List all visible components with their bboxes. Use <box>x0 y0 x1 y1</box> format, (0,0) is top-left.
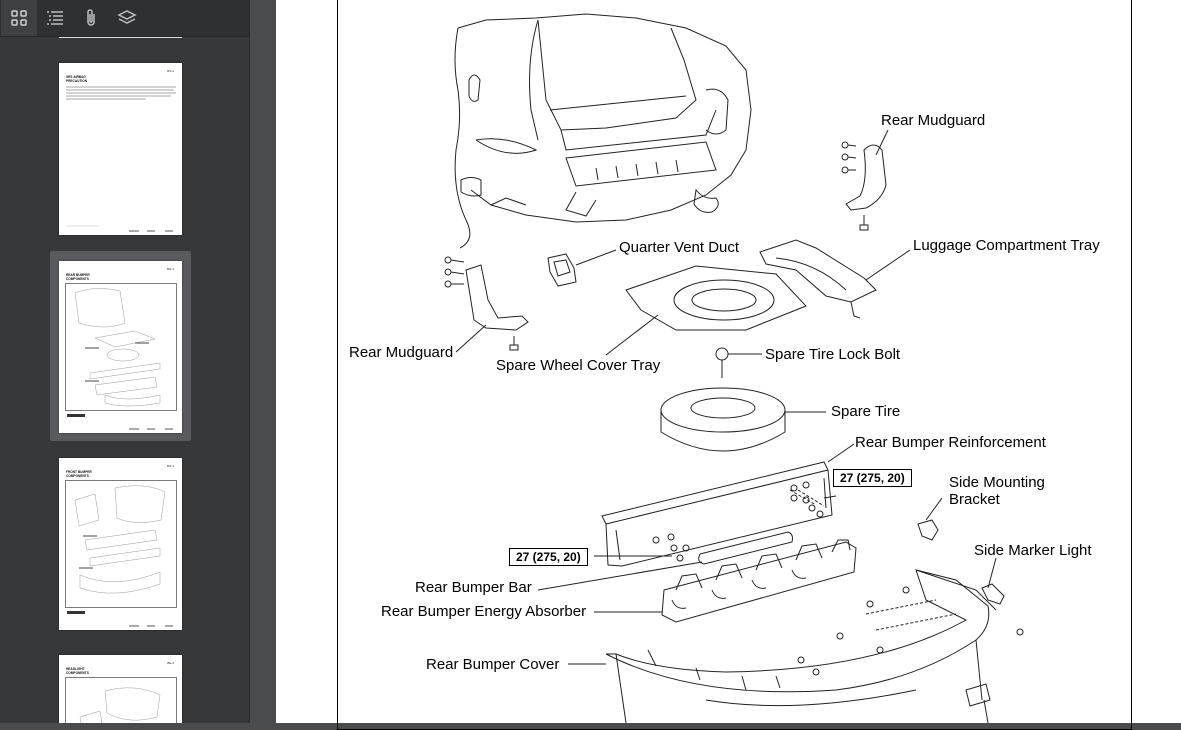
rear-bumper-reinforcement-part <box>601 443 855 567</box>
torque-spec-left: 27 (275, 20) <box>509 548 588 566</box>
label-quarter-vent-duct: Quarter Vent Duct <box>619 239 740 256</box>
thumbnail-title: HEADLIGHT COMPONENTS <box>66 667 89 675</box>
vehicle-rear-body <box>454 13 752 249</box>
label-spare-wheel-cover-tray: Spare Wheel Cover Tray <box>496 357 661 374</box>
label-rear-bumper-bar: Rear Bumper Bar <box>415 579 532 596</box>
rear-bumper-bar-part <box>537 531 793 591</box>
page-thumbnail-1[interactable]: RS-1 SRS AIRBAG PRECAUTION <box>59 63 182 235</box>
rear-mudguard-left-part <box>444 256 529 353</box>
outline-icon <box>47 11 63 25</box>
thumbnail-code: BO-1 <box>166 464 174 468</box>
side-marker-light-part <box>981 557 1005 605</box>
label-side-mounting-bracket: Side Mounting Bracket <box>949 474 1045 508</box>
paperclip-icon <box>87 9 95 26</box>
label-rear-bumper-reinforcement: Rear Bumper Reinforcement <box>855 434 1046 451</box>
thumbnail-title: SRS AIRBAG PRECAUTION <box>66 75 88 83</box>
quarter-vent-duct-part <box>547 249 617 287</box>
thumbnail-footer-lines <box>66 225 173 232</box>
thumbnail-code: BE-1 <box>167 661 174 665</box>
attachments-tab[interactable] <box>73 0 109 36</box>
side-mounting-bracket-part <box>917 497 943 541</box>
thumbnail-title: FRONT BUMPER COMPONENTS <box>66 470 92 478</box>
bolt-set-right <box>789 489 837 518</box>
label-rear-bumper-energy-absorber: Rear Bumper Energy Absorber <box>381 603 587 620</box>
label-side-marker-light: Side Marker Light <box>974 542 1092 559</box>
page-thumbnail-2[interactable]: BO-1 REAR BUMPER COMPONENTS <box>59 261 182 433</box>
thumbnail-code: BO-1 <box>166 267 174 271</box>
label-rear-mudguard-right: Rear Mudguard <box>881 112 986 129</box>
thumbnail-title: REAR BUMPER COMPONENTS <box>66 273 90 281</box>
rear-mudguard-right-part <box>841 129 889 231</box>
thumbnails-icon <box>11 10 27 26</box>
thumbnail-sidebar: RS-1 SRS AIRBAG PRECAUTION BO-1 REAR BUM… <box>0 0 250 723</box>
sidebar-toolbar <box>0 0 249 37</box>
layers-icon <box>117 10 137 24</box>
label-rear-mudguard-left: Rear Mudguard <box>349 344 454 361</box>
layers-tab[interactable] <box>109 0 145 36</box>
label-spare-tire-lock-bolt: Spare Tire Lock Bolt <box>765 346 901 363</box>
page-thumbnail-3[interactable]: BO-1 FRONT BUMPER COMPONENTS <box>59 458 182 630</box>
exploded-parts-diagram <box>444 13 1024 723</box>
thumbnail-footer-lines <box>129 625 173 627</box>
label-rear-bumper-cover: Rear Bumper Cover <box>426 656 560 673</box>
viewer-gutter <box>250 0 276 723</box>
thumbnail-text-lines <box>66 86 176 100</box>
previous-thumbnail-edge <box>59 37 182 38</box>
spare-wheel-cover-tray-part <box>605 265 807 356</box>
thumbnail-diagram <box>65 480 177 614</box>
label-luggage-compartment-tray: Luggage Compartment Tray <box>913 237 1100 254</box>
label-spare-tire: Spare Tire <box>831 403 901 420</box>
outline-tab[interactable] <box>37 0 73 36</box>
thumbnails-tab[interactable] <box>1 0 37 36</box>
document-page: Rear Mudguard Quarter Vent Duct Luggage … <box>276 0 1181 730</box>
rear-bumper-energy-absorber-part <box>594 539 857 623</box>
thumbnail-footer-lines <box>129 428 173 430</box>
thumbnail-code: RS-1 <box>167 69 174 73</box>
rear-bumper-cover-part <box>568 569 1024 723</box>
thumbnail-diagram <box>65 677 177 723</box>
thumbnail-diagram <box>65 283 177 417</box>
luggage-tray-part <box>759 239 911 319</box>
spare-tire-part <box>660 387 826 452</box>
page-thumbnail-4[interactable]: BE-1 HEADLIGHT COMPONENTS <box>59 655 182 723</box>
bolt-set-left <box>594 544 690 562</box>
torque-spec-right: 27 (275, 20) <box>833 469 912 487</box>
spare-tire-lock-bolt-part <box>715 347 762 378</box>
